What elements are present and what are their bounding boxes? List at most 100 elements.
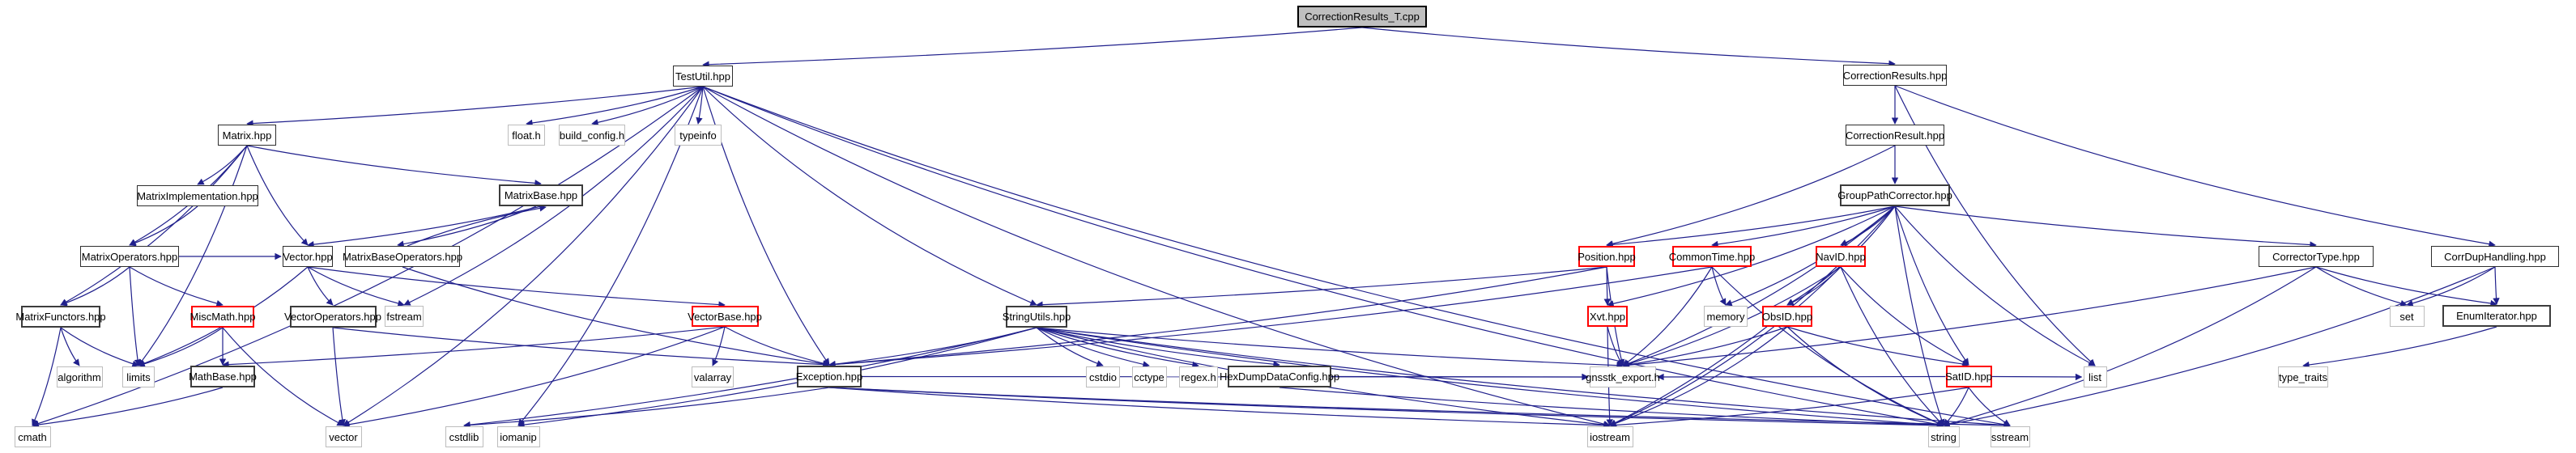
node-typeinfo[interactable]: typeinfo: [675, 125, 722, 146]
node-valarray[interactable]: valarray: [692, 366, 734, 387]
node-hexdump[interactable]: HexDumpDataConfig.hpp: [1220, 366, 1339, 387]
edge-matrixops-matrixfunctors: [60, 266, 130, 307]
node-xvt[interactable]: Xvt.hpp: [1587, 306, 1628, 327]
node-mathbase[interactable]: MathBase.hpp: [189, 366, 257, 387]
node-corrresult[interactable]: CorrectionResult.hpp: [1846, 125, 1944, 146]
edge-satid-sstream: [1968, 387, 2011, 426]
edge-miscmath-limits: [138, 327, 224, 367]
edge-position-stringutils: [1036, 266, 1607, 308]
node-matrixbaseops[interactable]: MatrixBaseOperators.hpp: [343, 246, 462, 267]
edge-stringutils-cstdio: [1036, 327, 1104, 367]
node-corrresults[interactable]: CorrectionResults.hpp: [1843, 65, 1947, 86]
edge-exception-sstream: [828, 387, 2011, 430]
edge-enumiter-typetraits: [2302, 326, 2497, 369]
edge-matrixops-limits: [129, 266, 142, 366]
edge-grouppath-list: [1894, 205, 2096, 366]
node-corrdup[interactable]: CorrDupHandling.hpp: [2431, 246, 2559, 267]
node-sstream[interactable]: sstream: [1990, 426, 2030, 447]
edge-obsid-gnsstkexp: [1622, 326, 1788, 368]
node-string[interactable]: string: [1927, 426, 1960, 447]
edge-xvt-gnsstkexp: [1607, 326, 1624, 366]
edge-navid-iostream: [1609, 266, 1842, 426]
node-exception[interactable]: Exception.hpp: [796, 366, 862, 387]
edge-corrdup-string: [1943, 266, 2496, 428]
node-commontime[interactable]: CommonTime.hpp: [1669, 246, 1755, 267]
edge-vec_hpp-fstream: [307, 266, 405, 307]
edge-vectorbase-valarray: [712, 326, 726, 366]
node-regexh[interactable]: regex.h: [1179, 366, 1218, 387]
node-floath[interactable]: float.h: [508, 125, 545, 146]
edge-matrixfunctors-cmath: [32, 327, 62, 426]
edge-position-exception: [828, 266, 1607, 368]
node-gnsstkexp[interactable]: gnsstk_export.h: [1586, 366, 1660, 387]
edge-matrix-matriximpl: [197, 145, 248, 185]
edge-vectorops-std_vector: [332, 327, 346, 426]
node-matrixfunctors[interactable]: MatrixFunctors.hpp: [15, 306, 106, 328]
edge-testutil-sstream: [702, 86, 2011, 428]
node-set[interactable]: set: [2389, 306, 2425, 327]
node-cctype[interactable]: cctype: [1131, 366, 1167, 387]
edge-navid-string: [1840, 266, 1944, 426]
edge-matrixbaseops-exception: [402, 266, 830, 368]
edge-matrix-matrixfunctors: [60, 145, 248, 306]
edge-matrixops-miscmath: [129, 266, 224, 307]
node-matriximpl[interactable]: MatrixImplementation.hpp: [137, 185, 258, 206]
node-matrixops[interactable]: MatrixOperators.hpp: [80, 246, 179, 267]
edge-matrix-matrixbase: [246, 145, 542, 187]
edge-commontime-gnsstkexp: [1622, 266, 1713, 366]
edge-exception-cstdlib: [463, 387, 830, 429]
edge-vec_hpp-vectorops: [307, 266, 334, 306]
edge-corrresult-position: [1606, 145, 1896, 248]
edge-correctortype-enumiter: [2315, 266, 2497, 307]
edge-grouppath-satid: [1894, 205, 1969, 366]
edge-grouppath-correctortype: [1894, 205, 2317, 248]
edge-navid-satid: [1840, 266, 1969, 366]
node-obsid[interactable]: ObsID.hpp: [1762, 306, 1812, 327]
edge-stringutils-string: [1036, 327, 1944, 429]
node-std_vector[interactable]: vector: [325, 426, 362, 447]
edge-matrixfunctors-limits: [60, 327, 139, 367]
node-position[interactable]: Position.hpp: [1578, 246, 1636, 267]
node-enumiter[interactable]: EnumIterator.hpp: [2442, 305, 2551, 327]
edge-mathbase-cmath: [32, 387, 224, 429]
edge-testutil-string: [702, 86, 1944, 428]
node-typetraits[interactable]: type_traits: [2278, 366, 2328, 387]
node-satid[interactable]: SatID.hpp: [1945, 366, 1992, 387]
node-memory[interactable]: memory: [1704, 306, 1748, 327]
node-limits[interactable]: limits: [122, 366, 155, 387]
node-cstdlib[interactable]: cstdlib: [445, 426, 483, 447]
node-grouppath[interactable]: GroupPathCorrector.hpp: [1837, 184, 1952, 206]
edge-corrT-testutil: [702, 27, 1363, 68]
edge-grouppath-string: [1894, 205, 1945, 426]
node-matrix[interactable]: Matrix.hpp: [218, 125, 276, 146]
node-corrT[interactable]: CorrectionResults_T.cpp: [1297, 6, 1427, 28]
edge-vectorbase-exception: [724, 326, 830, 367]
edge-satid-list: [1991, 373, 2083, 381]
node-navid[interactable]: NavID.hpp: [1816, 246, 1866, 267]
edge-commontime-exception: [828, 266, 1713, 368]
node-fstream[interactable]: fstream: [385, 306, 424, 327]
edge-testutil-typeinfo: [696, 86, 704, 125]
node-correctortype[interactable]: CorrectorType.hpp: [2259, 246, 2374, 267]
node-stringutils[interactable]: StringUtils.hpp: [1003, 306, 1071, 328]
node-matrixbase[interactable]: MatrixBase.hpp: [499, 184, 583, 206]
edge-matrixbase-vec_hpp: [307, 205, 542, 248]
edge-correctortype-set: [2315, 266, 2408, 307]
node-algorithm[interactable]: algorithm: [56, 366, 103, 387]
node-miscmath[interactable]: MiscMath.hpp: [190, 306, 255, 328]
node-buildcfg[interactable]: build_config.h: [559, 125, 625, 146]
node-iomanip[interactable]: iomanip: [496, 426, 540, 447]
node-list[interactable]: list: [2083, 366, 2107, 387]
edge-correctortype-gnsstkexp: [1622, 266, 2317, 369]
node-testutil[interactable]: TestUtil.hpp: [673, 66, 733, 87]
node-cmath[interactable]: cmath: [14, 426, 51, 447]
edge-commontime-string: [1711, 266, 1944, 426]
node-cstdio[interactable]: cstdio: [1086, 366, 1120, 387]
node-iostream[interactable]: iostream: [1586, 426, 1633, 447]
node-vectorops[interactable]: VectorOperators.hpp: [284, 306, 381, 328]
node-vectorbase[interactable]: VectorBase.hpp: [688, 306, 762, 327]
edge-obsid-iostream: [1609, 326, 1788, 427]
node-vec_hpp[interactable]: Vector.hpp: [283, 246, 333, 267]
